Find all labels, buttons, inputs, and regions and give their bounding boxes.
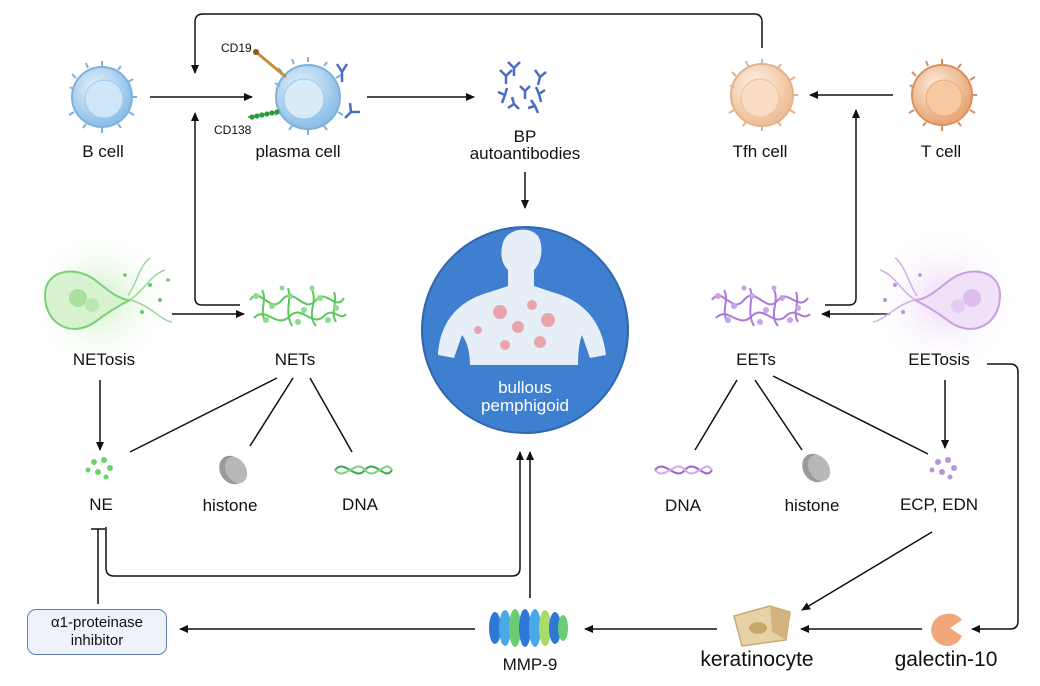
galectin-10-label: galectin-10 [894,648,998,671]
line-nets-histone [249,377,294,447]
mmp9-protein-icon [489,609,568,647]
ne-label: NE [89,495,113,514]
cd19-label: CD19 [221,41,252,55]
arrow-eetosis-to-galectin [971,363,1019,633]
alpha1-proteinase-inhibitor-box: α1-proteinase inhibitor [27,609,167,655]
inhibitor-label-line1: α1-proteinase [50,614,144,631]
line-nets-ne [129,377,278,453]
dna-left-label: DNA [342,495,378,514]
plasma-cell-icon [247,49,360,135]
bp-label-line1: BP [513,127,537,146]
b-cell-label: B cell [82,142,124,161]
human-torso-icon [438,229,606,365]
center-label-line1: bullous [498,378,552,397]
inhibitor-label-line2: inhibitor [70,632,124,649]
arrow-tfh-to-plasma [191,13,763,74]
tfh-cell-label: Tfh cell [732,142,788,161]
line-eets-ecp [772,375,929,455]
cd138-label: CD138 [214,123,252,137]
tfh-cell-icon [728,59,798,131]
center-disease-circle [421,226,629,434]
ecp-edn-granules-icon [929,457,957,480]
histone-icon [219,455,248,485]
dna-helix-icon [334,465,393,475]
galectin-10-icon [931,613,962,646]
arrow-ecp-to-keratinocyte [801,531,933,611]
dna-right-label: DNA [665,496,701,515]
connectors [91,13,1019,633]
antibody-cluster-icon [497,61,547,114]
arrow-nets-to-plasma [191,112,240,306]
keratinocyte-icon [733,605,791,647]
line-eets-histone [754,379,803,451]
nets-label: NETs [274,350,316,369]
line-eets-dna [694,379,738,451]
eetosis-eosinophil-icon [870,225,1020,375]
line-nets-dna [309,377,353,453]
ecp-edn-label: ECP, EDN [899,495,979,514]
arrow-ne-to-center [105,451,524,577]
histone-right-label: histone [784,496,840,515]
keratinocyte-label: keratinocyte [700,648,814,671]
mmp9-label: MMP-9 [502,655,558,674]
eetosis-label: EETosis [908,350,970,369]
center-label-line2: pemphigoid [481,396,569,415]
nets-mesh-icon [249,285,347,327]
t-cell-icon [908,59,977,131]
bp-label-line2: autoantibodies [469,144,581,163]
b-cell-icon [68,61,137,133]
t-cell-label: T cell [920,142,962,161]
ne-granules-icon [85,457,113,480]
dna-helix-icon [654,465,713,475]
eets-label: EETs [736,350,776,369]
histone-left-label: histone [202,496,258,515]
eets-mesh-icon [711,285,811,327]
netosis-neutrophil-icon [25,225,175,375]
plasma-cell-label: plasma cell [255,142,341,161]
netosis-label: NETosis [72,350,136,369]
arrow-eets-to-tfh [825,109,860,306]
histone-icon [802,453,831,483]
